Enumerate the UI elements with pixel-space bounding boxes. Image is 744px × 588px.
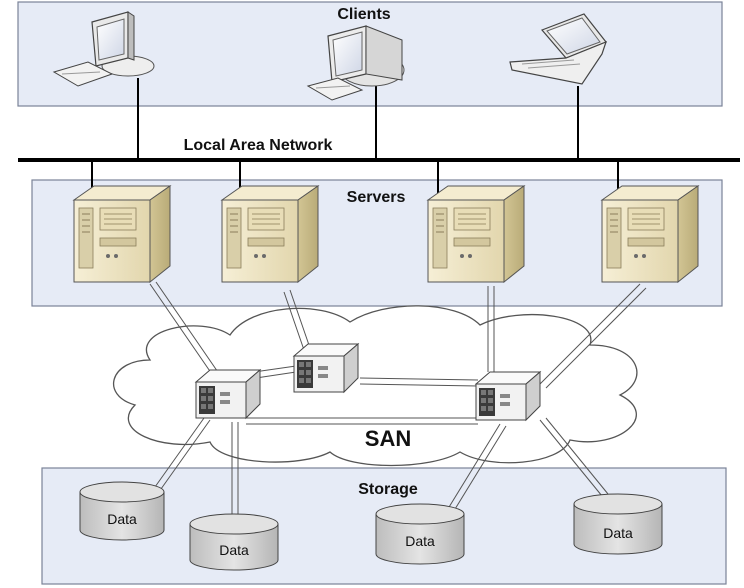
server-2-icon: [221, 185, 319, 283]
clients-title: Clients: [337, 6, 390, 23]
storage-disk-2-label: Data: [219, 542, 249, 558]
storage-disk-3-label: Data: [405, 533, 435, 549]
storage-title: Storage: [358, 481, 418, 498]
storage-disk-1-icon: [79, 481, 165, 541]
lan-label: Local Area Network: [184, 137, 333, 154]
servers-title: Servers: [347, 189, 406, 206]
desktop-client-1-icon: [52, 11, 155, 87]
san-label: SAN: [365, 426, 411, 451]
san-switch-middle-icon: [293, 343, 359, 393]
storage-disk-3-icon: [375, 503, 465, 565]
server-3-icon: [427, 185, 525, 283]
san-switch-left-icon: [195, 369, 261, 419]
storage-disk-4-label: Data: [603, 525, 633, 541]
storage-disk-2-icon: [189, 513, 279, 571]
storage-disk-1-label: Data: [107, 511, 137, 527]
server-4-icon: [601, 185, 699, 283]
san-fibre-links: [149, 281, 647, 524]
san-cloud: [113, 305, 638, 467]
san-switch-right-icon: [475, 371, 541, 421]
server-1-icon: [73, 185, 171, 283]
storage-disk-4-icon: [573, 493, 663, 555]
laptop-client-icon: [509, 13, 607, 85]
desktop-client-2-icon: [306, 25, 405, 101]
